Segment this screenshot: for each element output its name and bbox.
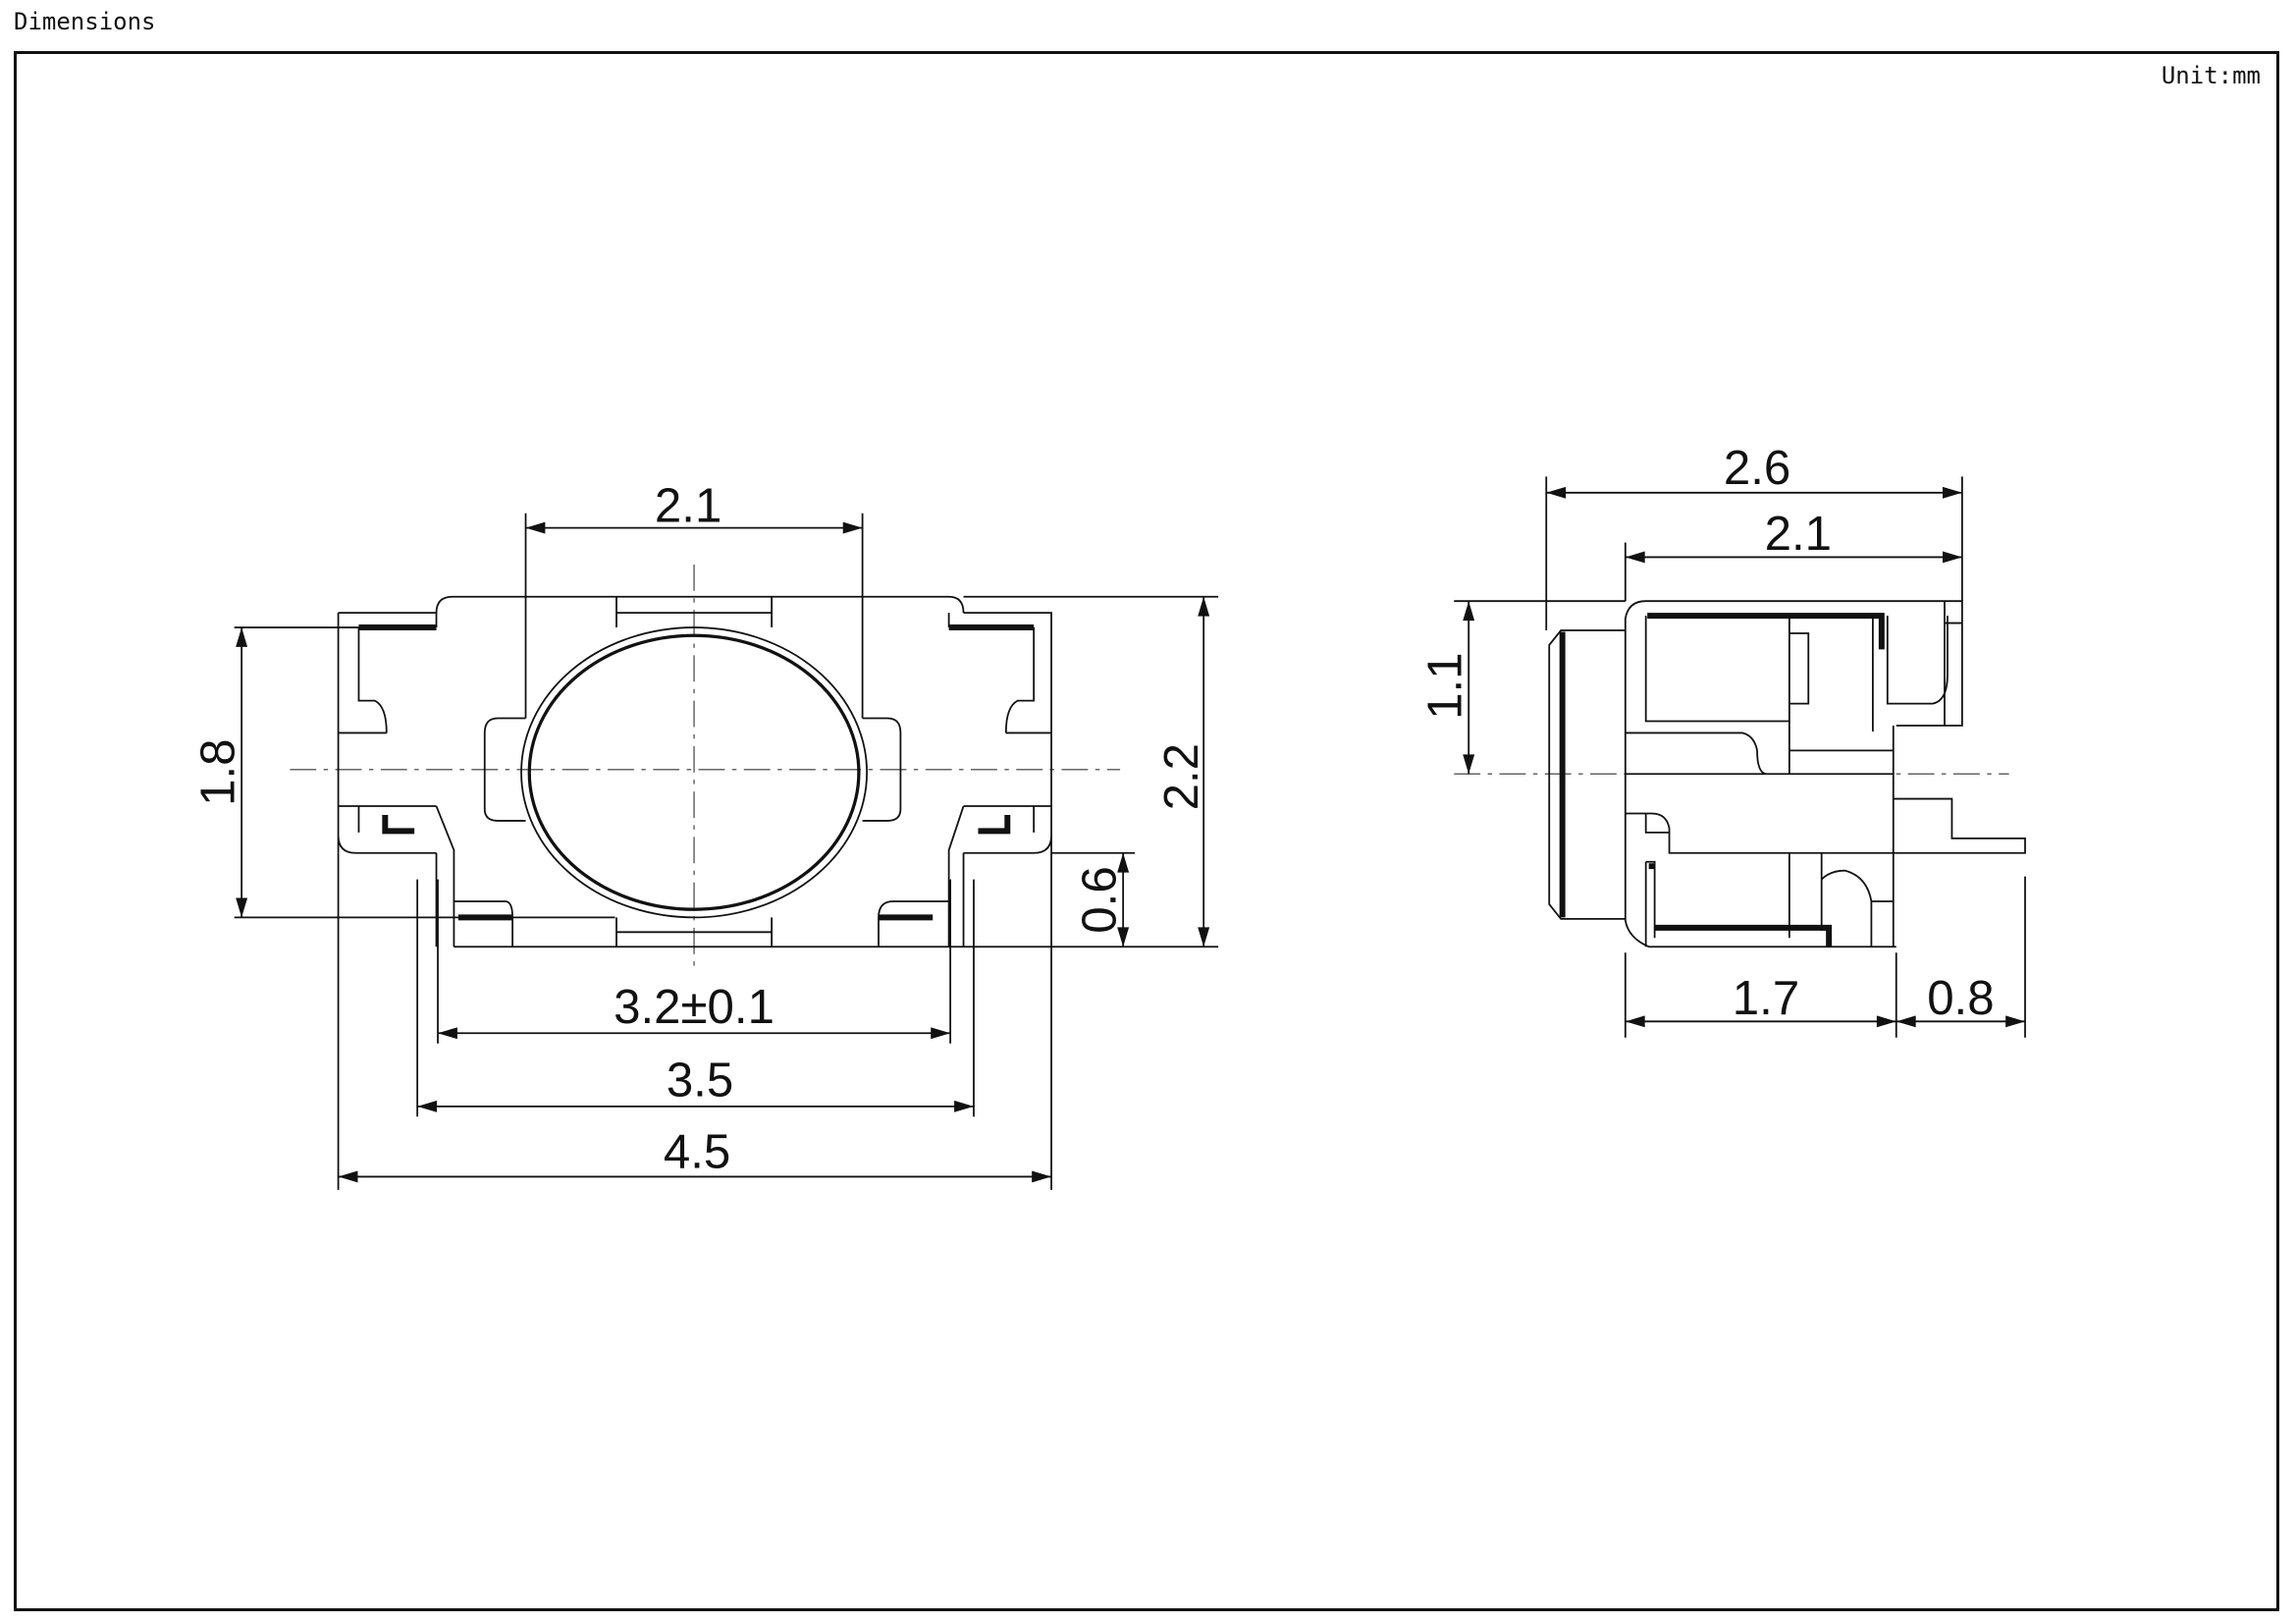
dim-body-depth: 2.1: [1765, 507, 1832, 561]
dim-top-width: 2.1: [655, 479, 721, 533]
side-view: 2.6 2.1 1.1 1.7 0.8: [1418, 441, 2026, 1038]
dim-overall-width: 4.5: [664, 1124, 730, 1178]
dim-pitch: 3.2±0.1: [614, 980, 774, 1034]
dim-terminal-length: 0.8: [1927, 971, 1994, 1025]
dim-terminal-height: 0.6: [1073, 866, 1127, 933]
dim-inner-width: 3.5: [667, 1053, 733, 1107]
dim-body-length: 1.7: [1733, 971, 1799, 1025]
dim-overall-depth: 2.6: [1724, 441, 1790, 495]
dim-height-total: 2.2: [1154, 743, 1208, 810]
dim-button-height: 1.1: [1418, 653, 1472, 720]
unit-label: Unit:mm: [2161, 62, 2261, 89]
dim-height-left: 1.8: [191, 739, 245, 806]
drawing-frame: Unit:mm: [14, 51, 2279, 1611]
page-title: Dimensions: [14, 8, 156, 35]
front-view: 2.1 1.8 2.2 0.6 3.2±0.1 3.5 4.5: [191, 479, 1219, 1190]
